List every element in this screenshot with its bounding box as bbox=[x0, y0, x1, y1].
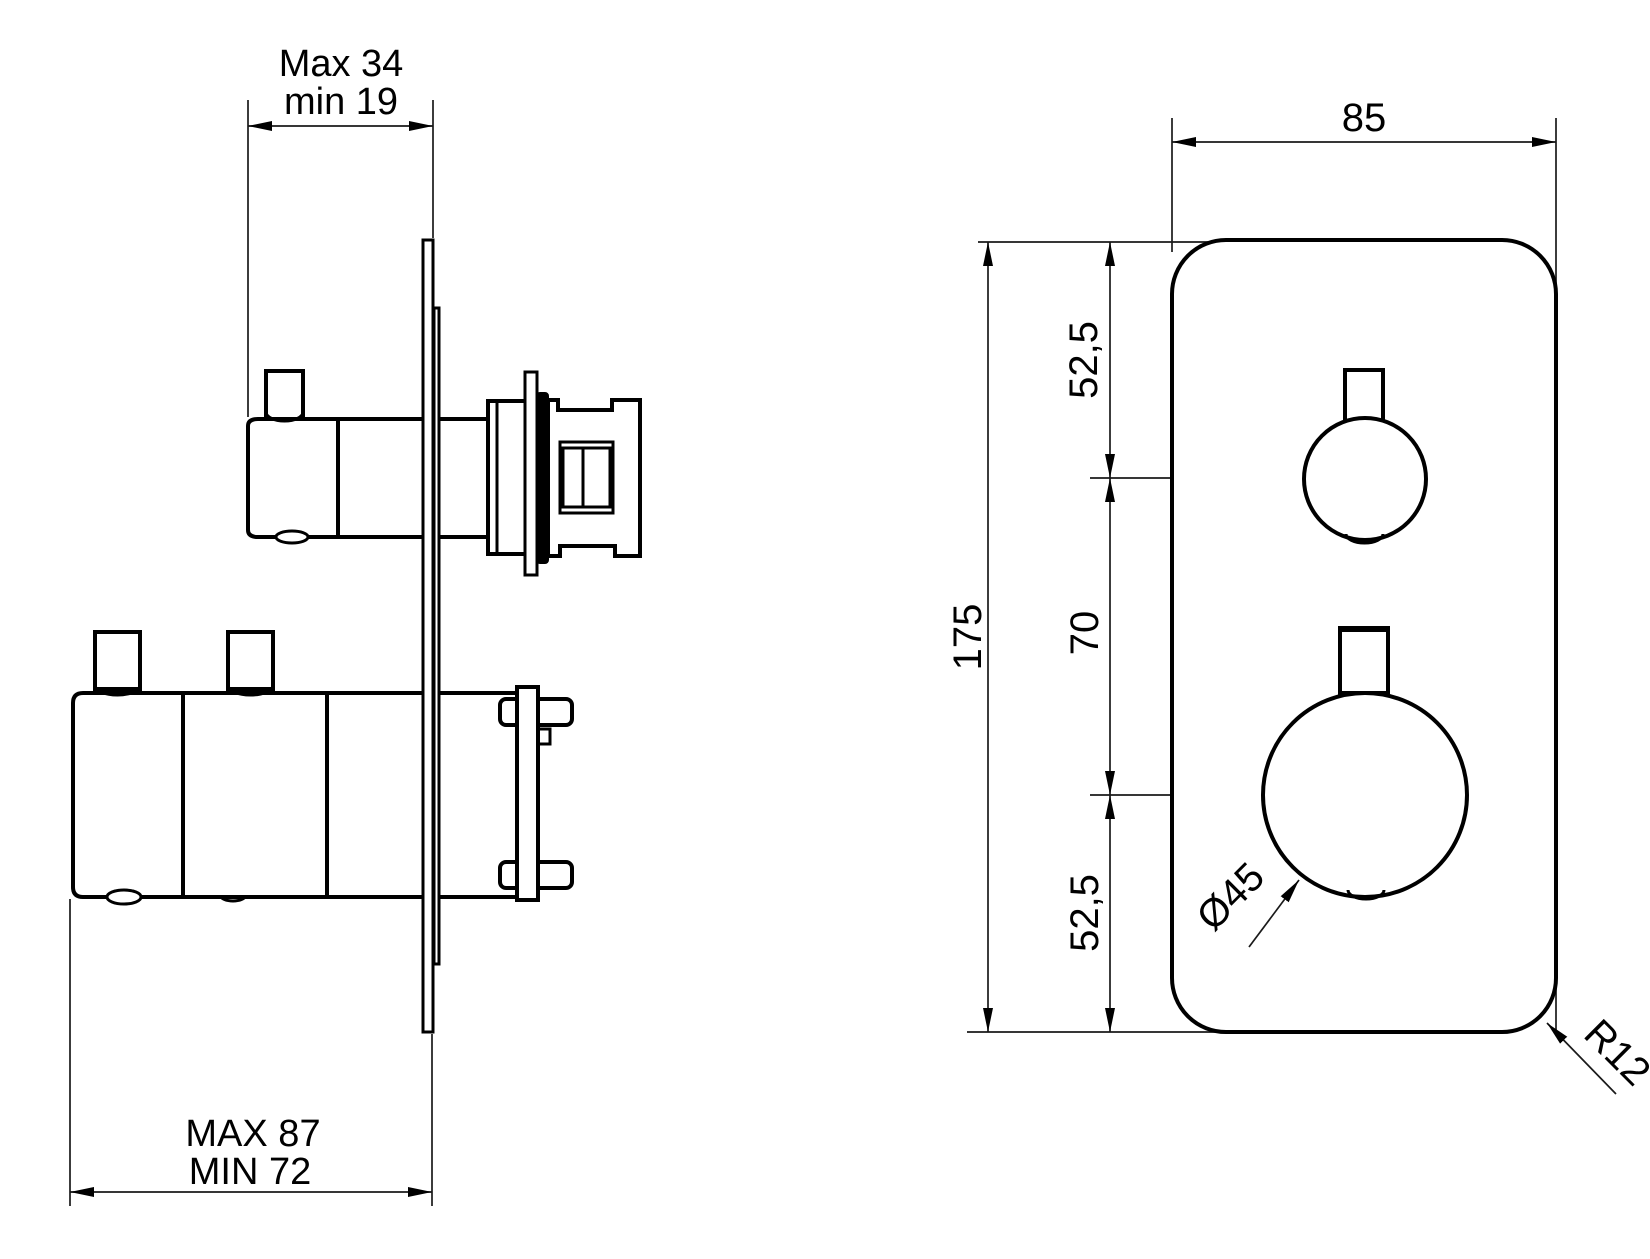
upper-handle-block bbox=[546, 398, 642, 558]
upper-knob-index-arc bbox=[1344, 533, 1385, 545]
upper-screw-bar bbox=[523, 370, 539, 577]
dim-corner-radius-leader bbox=[1546, 1022, 1617, 1095]
dim-plate-width-label: 85 bbox=[1342, 96, 1387, 140]
upper-inlet-stub bbox=[264, 369, 305, 421]
lower-knob-circle bbox=[1261, 691, 1469, 899]
upper-cartridge-assembly bbox=[246, 369, 642, 577]
upper-valve-body bbox=[246, 417, 488, 539]
dim-depth-max-label: Max 34 bbox=[279, 43, 404, 85]
dim-top-offset-label: 52,5 bbox=[1062, 321, 1106, 399]
lower-stub-right-base-arc bbox=[226, 684, 275, 697]
lower-knob-index-arc bbox=[1346, 889, 1386, 901]
dim-width-min-label: MIN 72 bbox=[189, 1151, 311, 1193]
dimension-plate-height: 175 bbox=[946, 242, 993, 1032]
front-view: 85 175 52,5 70 52,5 Ø45 R12 bbox=[946, 96, 1650, 1095]
lower-knob-stem bbox=[1338, 626, 1390, 695]
lower-body-bottom-plug bbox=[105, 888, 143, 906]
upper-handle-recess-outer bbox=[558, 440, 615, 515]
lower-inlet-stub-right bbox=[226, 630, 275, 691]
dim-knob-spacing-label: 70 bbox=[1063, 611, 1107, 656]
lower-inlet-stub-left bbox=[93, 630, 142, 691]
dim-depth-min-label: min 19 bbox=[284, 81, 398, 123]
dimension-plate-width: 85 bbox=[1172, 96, 1556, 147]
lower-valve-body bbox=[71, 691, 517, 899]
lower-stub-left-base-arc bbox=[93, 684, 142, 697]
upper-knob-stem bbox=[1343, 368, 1385, 424]
dimension-knob-chain: 52,5 70 52,5 bbox=[1062, 242, 1115, 1032]
dimension-depth: Max 34 min 19 bbox=[247, 43, 434, 417]
dim-width-max-label: MAX 87 bbox=[185, 1113, 320, 1155]
upper-knob-circle bbox=[1302, 416, 1428, 542]
upper-handle-recess-inner bbox=[561, 446, 612, 509]
mounting-bracket-bar bbox=[515, 685, 540, 902]
upper-stub-base-arc bbox=[264, 411, 305, 423]
dimension-corner-radius: R12 bbox=[1546, 1011, 1650, 1095]
upper-body-bottom-plug bbox=[274, 529, 310, 545]
dim-bottom-offset-label: 52,5 bbox=[1063, 874, 1107, 952]
lower-body-bottom-arc bbox=[219, 895, 247, 903]
lower-cartridge-assembly bbox=[71, 630, 574, 906]
side-view: Max 34 min 19 MAX 87 MIN 72 bbox=[69, 43, 642, 1206]
wall-plate-side-back bbox=[432, 306, 441, 966]
dimension-width: MAX 87 MIN 72 bbox=[69, 899, 433, 1206]
dim-plate-height-label: 175 bbox=[946, 604, 990, 671]
lower-knob bbox=[1261, 626, 1469, 901]
upper-knob bbox=[1302, 368, 1428, 545]
dim-corner-radius-label: R12 bbox=[1576, 1011, 1650, 1094]
dim-knob-diameter-leader bbox=[1248, 879, 1300, 948]
wall-plate-side-front bbox=[421, 238, 435, 1034]
